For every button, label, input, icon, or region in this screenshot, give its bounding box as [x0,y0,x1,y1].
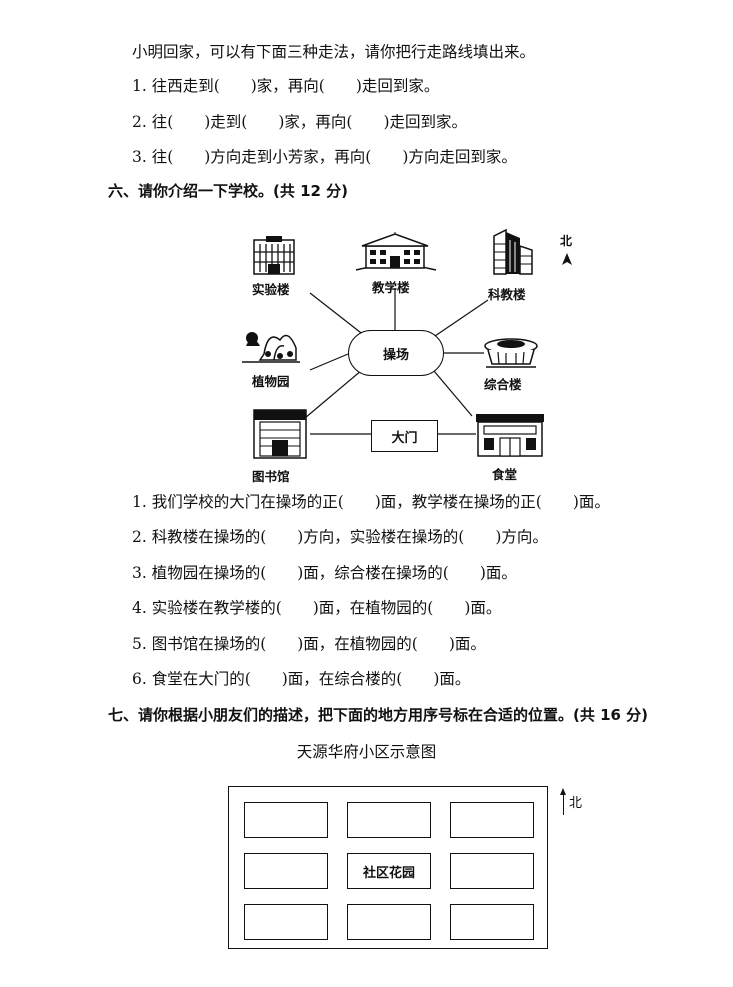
complex-label: 综合楼 [484,377,522,392]
complex-building-icon [484,338,538,368]
section5-intro: 小明回家，可以有下面三种走法，请你把行走路线填出来。 [132,43,536,61]
question-5-1: 1. 往西走到( )家，再向( )走回到家。 [132,77,440,95]
map-slot-bottom-right[interactable] [450,904,534,940]
question-5-2: 2. 往( )走到( )家，再向( )走回到家。 [132,113,467,131]
community-north-label: 北 [569,796,583,811]
library-icon [253,409,307,459]
lab-label: 实验楼 [252,282,290,297]
garden-label: 植物园 [252,374,290,389]
question-6-1: 1. 我们学校的大门在操场的正( )面，教学楼在操场的正( )面。 [132,493,610,511]
north-arrow-icon [563,793,564,815]
community-map: 社区花园 [228,786,548,949]
north-arrow-head-icon [560,788,566,795]
science-label: 科教楼 [488,287,526,302]
gate: 大门 [371,420,438,452]
section6-heading: 六、请你介绍一下学校。(共 12 分) [108,182,349,200]
campus-map: 实验楼 教学楼 科教楼 北 植物园 [230,228,580,490]
map-slot-bottom-left[interactable] [244,904,328,940]
teaching-label: 教学楼 [372,280,410,295]
community-map-title: 天源华府小区示意图 [296,743,437,761]
canteen-label: 食堂 [492,467,518,482]
question-6-3: 3. 植物园在操场的( )面，综合楼在操场的( )面。 [132,564,517,582]
campus-map-lines [304,288,489,435]
question-6-2: 2. 科教楼在操场的( )方向，实验楼在操场的( )方向。 [132,528,548,546]
question-5-3: 3. 往( )方向走到小芳家，再向( )方向走回到家。 [132,148,517,166]
map-slot-middle-right[interactable] [450,853,534,889]
map-slot-middle-left[interactable] [244,853,328,889]
science-building-icon [493,228,533,275]
north-arrow-icon [562,253,572,265]
garden-icon [242,332,300,363]
teaching-building-icon [355,232,437,271]
map-slot-top-right[interactable] [450,802,534,838]
section7-heading: 七、请你根据小朋友们的描述，把下面的地方用序号标在合适的位置。(共 16 分) [108,706,649,724]
community-garden: 社区花园 [347,853,431,889]
question-6-4: 4. 实验楼在教学楼的( )面，在植物园的( )面。 [132,599,502,617]
playground: 操场 [348,330,444,376]
library-label: 图书馆 [252,469,290,484]
question-6-5: 5. 图书馆在操场的( )面，在植物园的( )面。 [132,635,486,653]
question-6-6: 6. 食堂在大门的( )面，在综合楼的( )面。 [132,670,471,688]
map-slot-top-left[interactable] [244,802,328,838]
map-slot-top-center[interactable] [347,802,431,838]
map-slot-bottom-center[interactable] [347,904,431,940]
canteen-icon [476,414,544,457]
north-label: 北 [560,234,573,248]
lab-building-icon [253,236,295,275]
